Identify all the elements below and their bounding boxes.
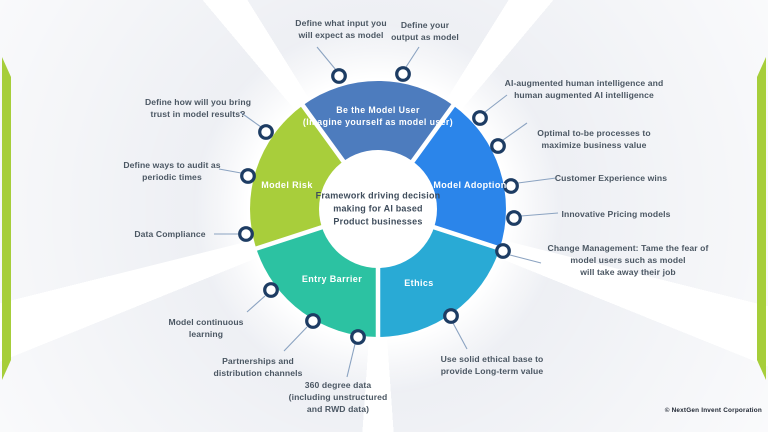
segment-label-model-risk: Model Risk	[261, 179, 313, 190]
callout-define-input: Define what input you will expect as mod…	[295, 17, 387, 40]
callout-dot	[472, 110, 488, 126]
callout-dot	[503, 178, 519, 194]
connector-line	[517, 177, 557, 184]
callout-partnerships: Partnerships and distribution channels	[213, 355, 303, 378]
callout-dot	[305, 313, 321, 329]
callout-dots	[238, 66, 522, 345]
connector-line	[283, 326, 308, 352]
copyright-text: © NextGen Invent Corporation	[664, 407, 762, 414]
callout-ways-to-audit: Define ways to audit as periodic times	[123, 159, 221, 182]
segment-label-model-adoption: Model Adoption	[433, 179, 507, 190]
connector-line	[509, 254, 542, 264]
callout-dot	[495, 243, 511, 259]
connector-line	[502, 122, 528, 141]
callout-define-output: Define your output as model	[391, 19, 459, 42]
wheel-hub	[319, 150, 437, 268]
segment-label-ethics: Ethics	[404, 277, 434, 288]
connector-line	[452, 322, 468, 350]
connector-line	[218, 168, 242, 174]
callout-optimal-processes: Optimal to-be processes to maximize busi…	[537, 127, 651, 150]
callout-dot	[506, 210, 522, 226]
center-title: Framework driving decision making for AI…	[315, 190, 441, 227]
connector-line	[405, 46, 420, 68]
connector-line	[484, 94, 508, 113]
callout-data-compliance: Data Compliance	[134, 228, 206, 239]
callout-dot	[490, 138, 506, 154]
callout-dot	[240, 168, 256, 184]
connector-line	[239, 111, 262, 128]
callout-change-management: Change Management: Tame the fear of mode…	[547, 242, 709, 278]
callout-dot	[258, 124, 274, 140]
connector-line	[346, 343, 356, 378]
callout-dot	[443, 308, 459, 324]
callout-bring-trust: Define how will you bring trust in model…	[144, 96, 252, 119]
connector-line	[246, 295, 266, 313]
callout-dot	[263, 282, 279, 298]
callout-dot	[238, 226, 254, 242]
callout-ethical-base: Use solid ethical base to provide Long-t…	[440, 353, 544, 376]
callout-customer-experience: Customer Experience wins	[554, 172, 668, 183]
segment-label-be-the-model-user: Be the Model User (Imagine yourself as m…	[302, 105, 454, 127]
callout-continuous-learning: Model continuous learning	[168, 316, 244, 339]
callout-connector-lines	[214, 46, 559, 378]
connector-line	[520, 212, 559, 217]
callout-dot	[395, 66, 411, 82]
callout-dot	[331, 68, 347, 84]
connector-line	[316, 46, 337, 71]
callout-innovative-pricing: Innovative Pricing models	[561, 208, 671, 219]
segment-label-entry-barrier: Entry Barrier	[301, 273, 363, 284]
callout-360-degree-data: 360 degree data (including unstructured …	[288, 379, 388, 415]
callout-ai-augmented: AI-augmented human intelligence and huma…	[504, 77, 664, 100]
callout-dot	[350, 329, 366, 345]
segment-be-the-model-user	[302, 80, 454, 209]
